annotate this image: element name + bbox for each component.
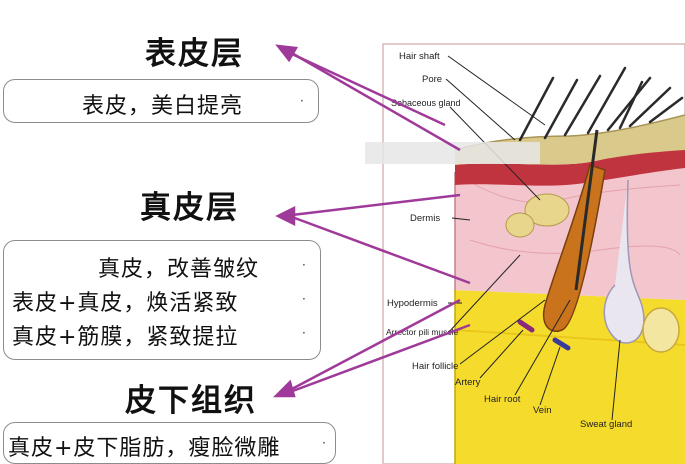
bullet-dot: · xyxy=(302,326,306,340)
label-hypodermis: Hypodermis xyxy=(387,298,438,309)
bullet-dot: · xyxy=(302,292,306,306)
epidermis-band xyxy=(455,148,685,186)
label-sweat-gland: Sweat gland xyxy=(580,419,632,430)
bullet-dot: · xyxy=(302,258,306,272)
label-hair-shaft: Hair shaft xyxy=(399,51,440,62)
label-leaders xyxy=(445,55,621,421)
bullet-dot: · xyxy=(300,94,304,108)
dermis-line-2: 表皮+真皮，焕活紧致 xyxy=(12,291,239,316)
label-dermis: Dermis xyxy=(410,213,440,224)
label-hair-root: Hair root xyxy=(484,394,521,405)
label-pore: Pore xyxy=(422,74,442,85)
hair-shafts xyxy=(518,66,684,142)
label-sebaceous-gland: Sebaceous gland xyxy=(391,98,461,108)
label-hair-follicle: Hair follicle xyxy=(412,361,458,372)
subcutaneous-heading: 皮下组织 xyxy=(125,383,257,419)
epidermis-heading: 表皮层 xyxy=(145,36,244,72)
dermis-heading: 真皮层 xyxy=(140,190,239,226)
epidermis-line-1: 表皮，美白提亮 xyxy=(82,94,244,119)
artery-vessel xyxy=(517,319,535,333)
epidermis-box: 表皮，美白提亮 · xyxy=(3,79,319,123)
vein-vessel xyxy=(552,337,571,351)
label-arrector-pili: Arrector pili muscle xyxy=(386,327,459,337)
label-vein: Vein xyxy=(533,405,552,416)
sebaceous-gland xyxy=(524,193,570,227)
subcutaneous-box: 真皮+皮下脂肪，瘦脸微雕 · xyxy=(3,422,336,464)
dermis-line-3: 真皮+筋膜，紧致提拉 xyxy=(12,325,239,350)
pointer-arrows xyxy=(272,44,471,398)
hair-follicle xyxy=(543,164,606,332)
bullet-dot: · xyxy=(322,436,326,450)
dermis-line-1: 真皮，改善皱纹 xyxy=(98,257,260,282)
label-artery: Artery xyxy=(455,377,481,388)
subcutaneous-line-1: 真皮+皮下脂肪，瘦脸微雕 xyxy=(8,436,281,461)
watermark-blur xyxy=(365,142,540,164)
dermis-box: 真皮，改善皱纹 · 表皮+真皮，焕活紧致 · 真皮+筋膜，紧致提拉 · xyxy=(3,240,321,360)
